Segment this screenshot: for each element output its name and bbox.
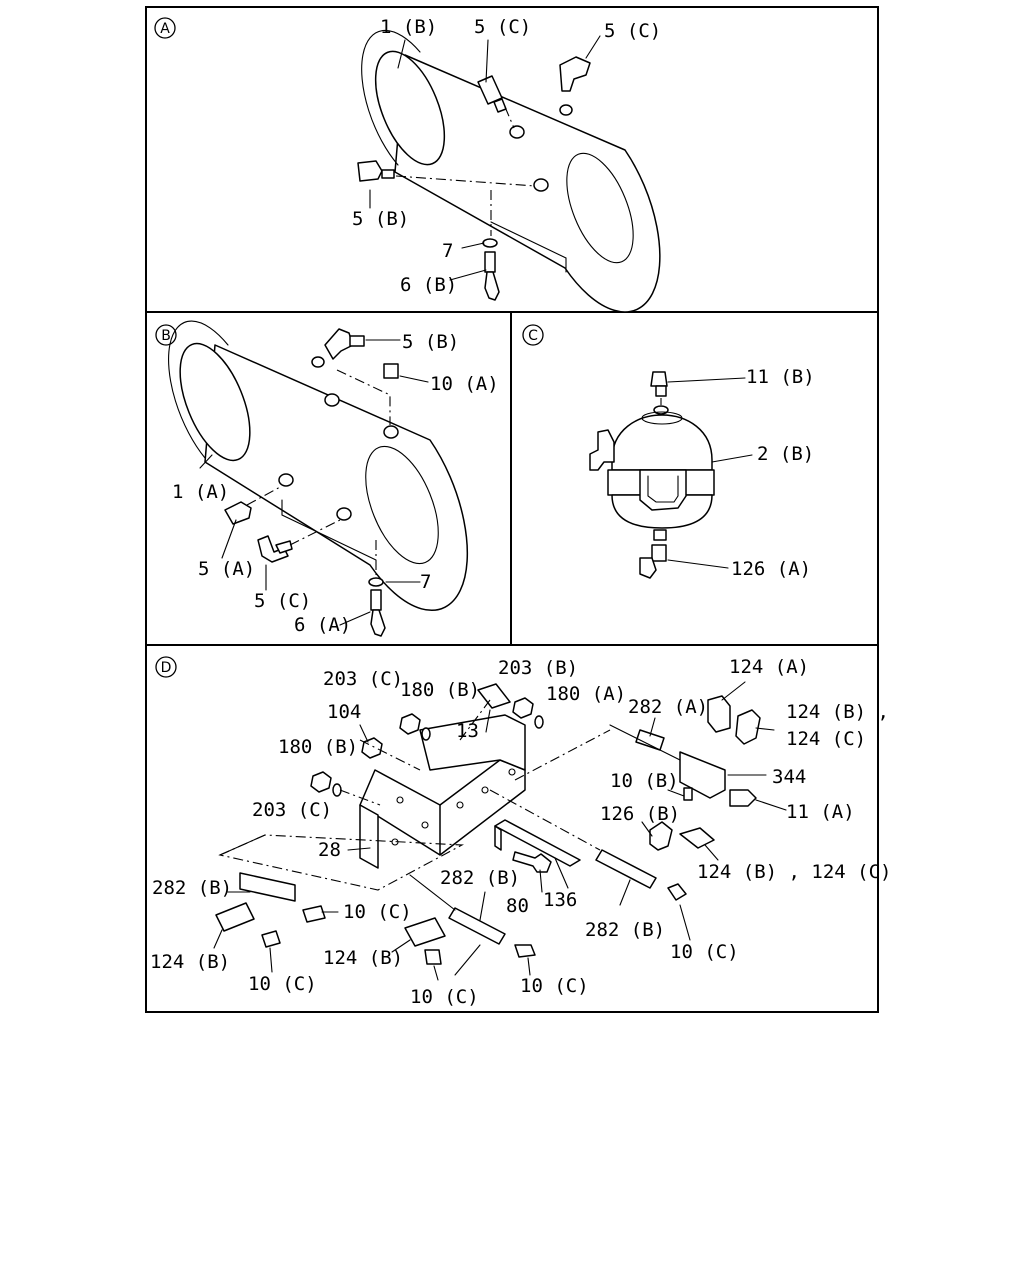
- label-282b: 282 (B): [585, 919, 665, 941]
- label-282a: 282 (A): [628, 696, 708, 718]
- svg-text:D: D: [161, 660, 172, 676]
- label-10b: 10 (B): [610, 770, 679, 792]
- label-180a: 180 (A): [546, 683, 626, 705]
- label-10c: 10 (C): [670, 941, 739, 963]
- panel-c-marker: C: [522, 324, 544, 346]
- label-1b: 1 (B): [380, 16, 437, 38]
- label-5c: 5 (C): [604, 20, 661, 42]
- label-1a: 1 (A): [172, 481, 229, 503]
- label-11b: 11 (B): [746, 366, 815, 388]
- label-344: 344: [772, 766, 806, 788]
- label-6a: 6 (A): [294, 614, 351, 636]
- label-124b-124c: 124 (B) , 124 (C): [697, 861, 891, 883]
- panel-d-marker: D: [155, 656, 177, 678]
- label-136: 136: [543, 889, 577, 911]
- label-28: 28: [318, 839, 341, 861]
- svg-text:B: B: [161, 328, 171, 344]
- label-203c: 203 (C): [252, 799, 332, 821]
- label-124b: 124 (B): [323, 947, 403, 969]
- label-126b: 126 (B): [600, 803, 680, 825]
- label-5a: 5 (A): [198, 558, 255, 580]
- panel-b-drawing: [168, 320, 469, 637]
- panel-d-labels: 124 (A) 203 (C) 180 (B) 203 (B) 180 (A) …: [150, 656, 891, 1008]
- label-180b: 180 (B): [278, 736, 358, 758]
- label-282b: 282 (B): [152, 877, 232, 899]
- label-10c: 10 (C): [410, 986, 479, 1008]
- label-10c: 10 (C): [343, 901, 412, 923]
- label-13: 13: [456, 720, 479, 742]
- label-6b: 6 (B): [400, 274, 457, 296]
- label-7: 7: [420, 571, 431, 593]
- label-11a: 11 (A): [786, 801, 855, 823]
- panel-d-frame: [145, 644, 879, 1013]
- label-5b: 5 (B): [402, 331, 459, 353]
- label-124b: 124 (B): [150, 951, 230, 973]
- label-80: 80: [506, 895, 529, 917]
- panel-a-marker: A: [154, 17, 176, 39]
- label-126a: 126 (A): [731, 558, 811, 580]
- svg-text:C: C: [528, 328, 538, 344]
- label-104: 104: [327, 701, 361, 723]
- panel-d-drawing: [213, 681, 787, 981]
- label-124b: 124 (B) ,: [786, 701, 889, 723]
- label-5c: 5 (C): [254, 590, 311, 612]
- panel-c-labels: 11 (B) 2 (B) 126 (A): [731, 366, 815, 580]
- panel-a-drawing: [357, 29, 661, 313]
- panel-a-labels: 1 (B) 5 (C) 5 (C) 5 (B) 7 6 (B): [352, 16, 661, 296]
- label-5c: 5 (C): [474, 16, 531, 38]
- svg-text:A: A: [160, 21, 170, 37]
- panel-b-labels: 5 (B) 10 (A) 1 (A) 5 (A) 5 (C) 7 6 (A): [172, 331, 499, 636]
- panel-c-drawing: [589, 371, 753, 579]
- label-2b: 2 (B): [757, 443, 814, 465]
- label-7: 7: [442, 240, 453, 262]
- label-10a: 10 (A): [430, 373, 499, 395]
- label-10c: 10 (C): [520, 975, 589, 997]
- label-282b: 282 (B): [440, 867, 520, 889]
- label-180b: 180 (B): [400, 679, 480, 701]
- label-10c: 10 (C): [248, 973, 317, 995]
- label-203b: 203 (B): [498, 657, 578, 679]
- label-124a: 124 (A): [729, 656, 809, 678]
- label-5b: 5 (B): [352, 208, 409, 230]
- label-203c: 203 (C): [323, 668, 403, 690]
- label-124c: 124 (C): [786, 728, 866, 750]
